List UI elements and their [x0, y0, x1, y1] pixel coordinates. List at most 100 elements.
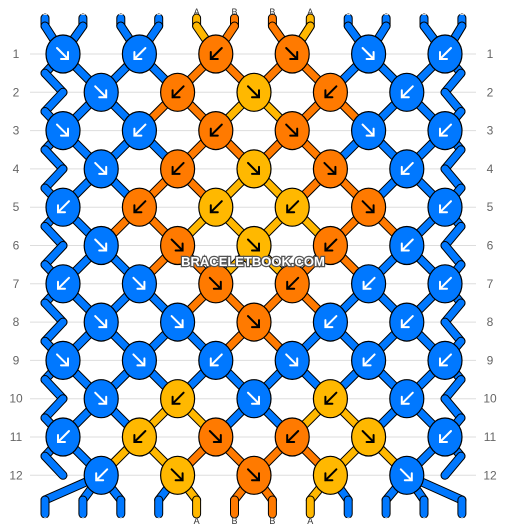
knot — [198, 340, 234, 380]
knot — [198, 111, 234, 151]
row-number-left: 7 — [13, 277, 20, 291]
arrow-down-right-icon — [285, 353, 299, 367]
knot — [121, 264, 157, 304]
knot — [274, 187, 310, 227]
knot — [351, 111, 387, 151]
top-strand-label: C — [459, 7, 466, 17]
strand-segment — [41, 452, 67, 479]
row-number-right: 2 — [487, 85, 494, 99]
knot — [45, 187, 81, 227]
arrow-down-left-icon — [324, 468, 338, 482]
arrow-down-left-icon — [286, 430, 300, 443]
arrow-down-left-icon — [400, 238, 414, 252]
knot — [389, 72, 425, 112]
arrow-down-left-icon — [400, 391, 414, 405]
arrow-down-left-icon — [95, 468, 109, 482]
arrow-down-right-icon — [247, 85, 260, 99]
top-strand-label: B — [231, 7, 237, 17]
arrow-down-left-icon — [286, 200, 300, 214]
knot — [121, 34, 157, 74]
arrow-down-left-icon — [400, 161, 414, 175]
knot — [121, 111, 157, 151]
bottom-strand-label: A — [194, 516, 200, 526]
knot — [45, 111, 81, 151]
knot — [427, 417, 463, 457]
bottom-strand-label: C — [42, 516, 49, 526]
row-number-right: 6 — [487, 239, 494, 253]
arrow-down-right-icon — [56, 47, 69, 60]
knot — [274, 264, 310, 304]
arrow-down-left-icon — [400, 85, 414, 99]
arrow-down-left-icon — [133, 123, 147, 137]
row-number-right: 4 — [487, 162, 494, 176]
arrow-down-right-icon — [208, 276, 222, 290]
row-number-right: 12 — [483, 468, 497, 482]
knot — [83, 72, 119, 112]
bottom-strand-label: C — [80, 516, 87, 526]
knot — [45, 264, 81, 304]
knot — [274, 111, 310, 151]
arrow-down-right-icon — [94, 161, 108, 175]
row-number-right: 1 — [487, 47, 494, 61]
bottom-strand-label: C — [459, 516, 466, 526]
row-number-right: 9 — [487, 353, 494, 367]
arrow-down-left-icon — [133, 430, 147, 443]
arrow-down-left-icon — [209, 123, 223, 137]
top-strand-label: A — [307, 7, 313, 17]
arrow-down-left-icon — [362, 276, 376, 290]
knot — [236, 72, 272, 112]
knot — [198, 417, 234, 457]
top-strand-label: C — [421, 7, 428, 17]
arrow-down-right-icon — [132, 276, 146, 290]
arrow-down-right-icon — [285, 123, 299, 137]
arrow-down-right-icon — [361, 430, 375, 443]
arrow-down-right-icon — [247, 315, 260, 329]
knot — [351, 340, 387, 380]
arrow-down-right-icon — [361, 47, 375, 60]
arrow-down-right-icon — [247, 238, 260, 252]
arrow-down-left-icon — [171, 85, 185, 99]
row-number-left: 9 — [13, 353, 20, 367]
knot — [274, 34, 310, 74]
row-number-right: 5 — [487, 200, 494, 214]
strand-segment — [441, 452, 465, 479]
knot — [351, 187, 387, 227]
arrow-down-left-icon — [439, 353, 452, 367]
knot — [236, 379, 272, 419]
arrow-down-right-icon — [285, 47, 299, 60]
arrow-down-left-icon — [133, 47, 147, 60]
knot — [160, 379, 196, 419]
arrow-down-right-icon — [247, 391, 260, 405]
arrow-down-left-icon — [209, 47, 223, 60]
watermark-text: BRACELETBOOK.COM — [181, 254, 325, 269]
arrow-down-left-icon — [57, 200, 70, 214]
top-strand-label: C — [383, 7, 390, 17]
knot — [274, 340, 310, 380]
row-number-left: 10 — [9, 392, 23, 406]
arrow-down-left-icon — [57, 430, 70, 443]
arrow-down-right-icon — [361, 200, 375, 214]
knot — [312, 302, 348, 342]
arrow-down-right-icon — [170, 238, 184, 252]
knot — [83, 379, 119, 419]
arrow-down-right-icon — [94, 315, 108, 329]
row-number-left: 12 — [9, 468, 23, 482]
arrow-down-right-icon — [247, 161, 260, 175]
bottom-strand-label: C — [118, 516, 125, 526]
knot — [274, 417, 310, 457]
arrow-down-right-icon — [361, 123, 375, 137]
knot — [198, 187, 234, 227]
knot-grid — [45, 34, 463, 495]
knot — [427, 264, 463, 304]
knot — [427, 111, 463, 151]
arrow-down-right-icon — [170, 315, 184, 329]
arrow-down-right-icon — [56, 353, 69, 367]
row-number-left: 8 — [13, 315, 20, 329]
arrow-down-right-icon — [94, 85, 108, 99]
knot — [236, 302, 272, 342]
row-number-right: 11 — [484, 430, 497, 444]
arrow-down-left-icon — [439, 123, 452, 137]
row-number-left: 2 — [13, 85, 20, 99]
knot — [121, 187, 157, 227]
